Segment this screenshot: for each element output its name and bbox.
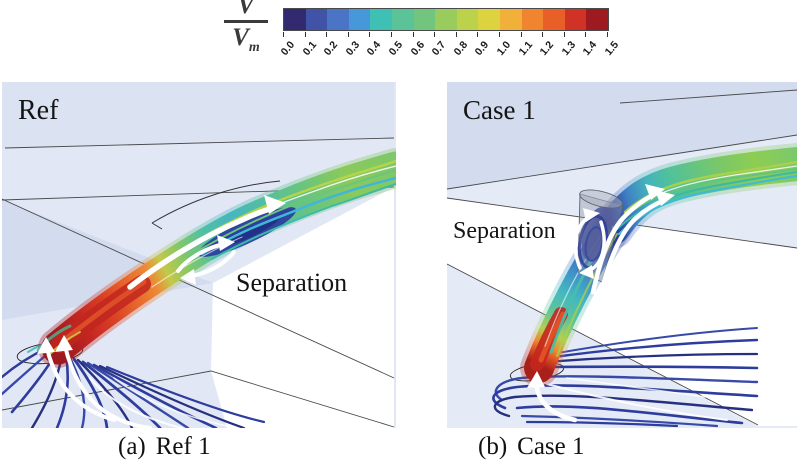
colorbar-tick [521, 32, 522, 37]
colorbar-tick [369, 32, 370, 37]
colorbar-tick-label: 0.8 [451, 39, 471, 58]
colorbar-tick-label: 0.9 [472, 39, 492, 58]
colorbar-segment [370, 9, 392, 30]
caption-b-text: Case 1 [517, 433, 585, 460]
colorbar-tick-label: 1.4 [580, 39, 600, 58]
colorbar-tick [499, 32, 500, 37]
colorbar-segment [564, 9, 587, 30]
fraction-denominator: Vm [232, 24, 260, 55]
colorbar-tick-label: 0.3 [343, 39, 363, 58]
colorbar-tick [477, 32, 478, 37]
colorbar-tick [585, 32, 586, 37]
colorbar-tick-label: 0.1 [300, 39, 320, 58]
colorbar-segment [543, 9, 565, 30]
duct-geometry-outline [151, 180, 281, 230]
colorbar-tick [542, 32, 543, 37]
colorbar-segment [284, 9, 306, 30]
plane-edge-lines [447, 89, 797, 426]
colorbar-variable-label: V Vm [224, 0, 268, 55]
colorbar-tick-label: 0.4 [364, 39, 384, 58]
intake-streamline-fan [492, 327, 759, 428]
duct-streamlines [36, 148, 396, 368]
colorbar-tick-label: 1.2 [537, 39, 557, 58]
colorbar-segment [499, 9, 522, 30]
panel-label: Case 1 [463, 95, 536, 125]
colorbar-segment [586, 9, 608, 30]
colorbar-segment [456, 9, 479, 30]
case1-white-region [447, 198, 797, 426]
colorbar-tick [564, 32, 565, 37]
colorbar-segment [305, 9, 328, 30]
colorbar-tick [434, 32, 435, 37]
colorbar-bar [283, 8, 609, 31]
panel-ref: Ref Separation [2, 82, 396, 428]
colorbar-tick [413, 32, 414, 37]
recirculation-arrows [176, 235, 236, 285]
separation-label: Separation [236, 268, 347, 297]
fraction-subscript: m [248, 40, 260, 55]
colorbar-tick [326, 32, 327, 37]
colorbar-tick-label: 1.0 [494, 39, 514, 58]
ref-white-region [211, 187, 394, 428]
colorbar-segment [327, 9, 349, 30]
colorbar-tick-label: 0.6 [408, 39, 428, 58]
colorbar-tick [456, 32, 457, 37]
colorbar-segment [435, 9, 457, 30]
colorbar-segment [413, 9, 436, 30]
colorbar-tick-label: 1.1 [516, 39, 536, 58]
ref-upper-plane [2, 82, 394, 148]
caption-a-text: Ref 1 [155, 433, 211, 460]
colorbar-segment [391, 9, 414, 30]
main-flow-arrow [590, 184, 675, 300]
caption-b-marker: (b) [478, 433, 508, 460]
colorbar-tick-label: 0.5 [386, 39, 406, 58]
colorbar-tick [348, 32, 349, 37]
case1-upper-plane [447, 82, 797, 189]
panel-label: Ref [18, 95, 59, 126]
inlet-arrows [37, 335, 152, 428]
colorbar-segment [478, 9, 500, 30]
colorbar-tick-label: 1.5 [602, 39, 622, 58]
colorbar-tick-label: 0.7 [429, 39, 449, 58]
colorbar-tick [391, 32, 392, 37]
recirculation-arrows [573, 208, 606, 279]
caption-b: (b) Case 1 [478, 433, 585, 461]
main-flow-arrow [127, 195, 286, 290]
colorbar-tick [607, 32, 608, 37]
fraction-numerator: V [224, 0, 268, 23]
caption-a: (a) Ref 1 [118, 433, 211, 461]
colorbar-segment [521, 9, 544, 30]
panel-case1: Case 1 Separation [447, 82, 797, 428]
colorbar-tick [305, 32, 306, 37]
colorbar-tick-label: 0.0 [278, 39, 298, 58]
inlet-arrow [527, 371, 578, 423]
separation-label: Separation [453, 218, 556, 244]
caption-a-marker: (a) [118, 433, 146, 460]
colorbar-segment [348, 9, 371, 30]
colorbar-tick-label: 1.3 [559, 39, 579, 58]
colorbar-tick-label: 0.2 [321, 39, 341, 58]
colorbar-tick [283, 32, 284, 37]
